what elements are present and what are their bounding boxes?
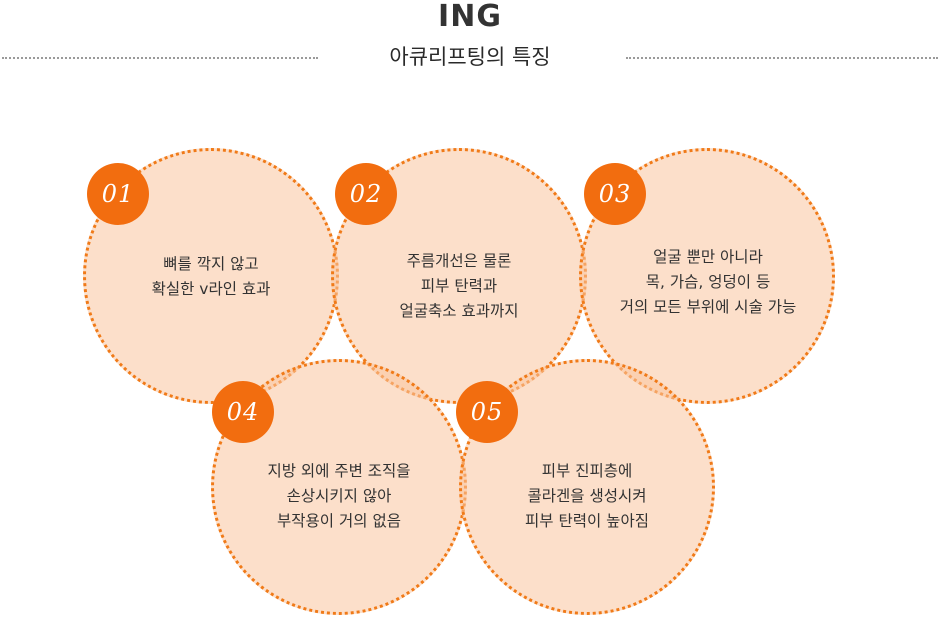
feature-4-line-3: 부작용이 거의 없음 [277, 512, 401, 530]
feature-5-line-2: 콜라겐을 생성시켜 [527, 487, 647, 505]
feature-text-2: 주름개선은 물론 피부 탄력과 얼굴축소 효과까지 [344, 249, 574, 324]
feature-2-line-1: 주름개선은 물론 [406, 252, 512, 270]
feature-5-line-1: 피부 진피층에 [541, 462, 633, 480]
feature-text-5: 피부 진피층에 콜라겐을 생성시켜 피부 탄력이 높아짐 [472, 459, 702, 534]
feature-4-line-2: 손상시키지 않아 [286, 487, 392, 505]
feature-3-line-2: 목, 가슴, 엉덩이 등 [645, 273, 771, 291]
feature-number-badge-1: 01 [87, 163, 149, 225]
feature-number-badge-2: 02 [335, 163, 397, 225]
feature-number-badge-5: 05 [456, 381, 518, 443]
feature-1-line-2: 확실한 v라인 효과 [151, 280, 271, 298]
feature-text-1: 뼈를 깍지 않고 확실한 v라인 효과 [96, 252, 326, 302]
feature-2-line-2: 피부 탄력과 [420, 277, 498, 295]
feature-number-badge-3: 03 [584, 163, 646, 225]
feature-5-line-3: 피부 탄력이 높아짐 [525, 512, 649, 530]
feature-4-line-1: 지방 외에 주변 조직을 [267, 462, 411, 480]
feature-number-badge-4: 04 [212, 381, 274, 443]
feature-text-4: 지방 외에 주변 조직을 손상시키지 않아 부작용이 거의 없음 [224, 459, 454, 534]
feature-2-line-3: 얼굴축소 효과까지 [399, 302, 519, 320]
section-subtitle: 아큐리프팅의 특징 [389, 45, 551, 69]
feature-1-line-1: 뼈를 깍지 않고 [163, 255, 259, 273]
feature-3-line-1: 얼굴 뿐만 아니라 [653, 248, 763, 266]
right-dotted-divider [626, 57, 938, 59]
left-dotted-divider [2, 57, 318, 59]
section-title: ING [438, 0, 502, 34]
feature-3-line-3: 거의 모든 부위에 시술 가능 [619, 298, 797, 316]
feature-text-3: 얼굴 뿐만 아니라 목, 가슴, 엉덩이 등 거의 모든 부위에 시술 가능 [593, 245, 823, 320]
